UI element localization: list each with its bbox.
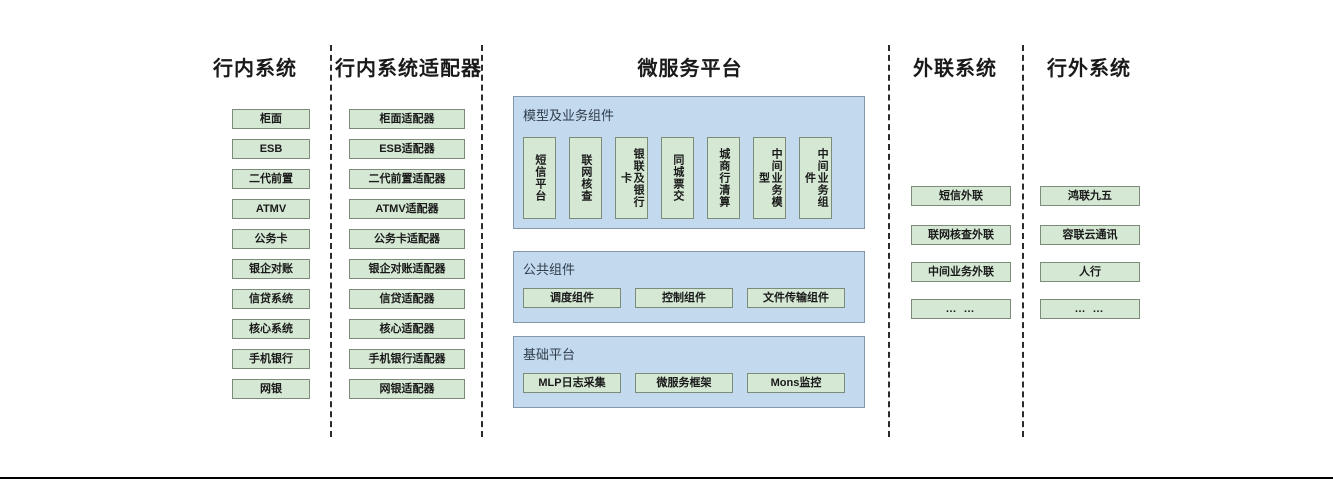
node-model-component[interactable]: 联网核查: [569, 137, 602, 219]
node-internal-system[interactable]: 手机银行: [232, 349, 310, 369]
panel-label-public-components: 公共组件: [523, 262, 576, 277]
node-internal-adapter[interactable]: 柜面适配器: [349, 109, 465, 129]
panel-label-model-business-components: 模型及业务组件: [523, 108, 615, 123]
separator-col1-col2: [330, 45, 332, 437]
node-internal-adapter[interactable]: 信贷适配器: [349, 289, 465, 309]
column-title-internal-systems: 行内系统: [213, 58, 297, 80]
node-external-liaison-system-more[interactable]: … …: [911, 299, 1011, 319]
bottom-divider: [0, 477, 1333, 479]
node-internal-system[interactable]: 银企对账: [232, 259, 310, 279]
node-internal-adapter[interactable]: 银企对账适配器: [349, 259, 465, 279]
node-base-platform-component[interactable]: 微服务框架: [635, 373, 733, 393]
node-base-platform-component[interactable]: MLP日志采集: [523, 373, 621, 393]
node-model-component[interactable]: 短信平台: [523, 137, 556, 219]
node-base-platform-component[interactable]: Mons监控: [747, 373, 845, 393]
node-internal-adapter[interactable]: 核心适配器: [349, 319, 465, 339]
node-internal-system[interactable]: 网银: [232, 379, 310, 399]
node-external-liaison-system[interactable]: 联网核查外联: [911, 225, 1011, 245]
node-public-component[interactable]: 控制组件: [635, 288, 733, 308]
panel-base-platform: [513, 336, 865, 408]
node-internal-system[interactable]: 柜面: [232, 109, 310, 129]
node-outside-bank-system[interactable]: 人行: [1040, 262, 1140, 282]
node-internal-adapter[interactable]: ATMV适配器: [349, 199, 465, 219]
node-external-liaison-system[interactable]: 中间业务外联: [911, 262, 1011, 282]
node-internal-adapter[interactable]: 手机银行适配器: [349, 349, 465, 369]
column-title-external-liaison-systems: 外联系统: [913, 58, 997, 80]
node-model-component[interactable]: 银联及银行卡: [615, 137, 648, 219]
node-model-component[interactable]: 中间业务模型: [753, 137, 786, 219]
node-internal-system[interactable]: 二代前置: [232, 169, 310, 189]
node-internal-adapter[interactable]: 公务卡适配器: [349, 229, 465, 249]
node-internal-system[interactable]: 公务卡: [232, 229, 310, 249]
separator-col4-col5: [1022, 45, 1024, 437]
node-external-liaison-system[interactable]: 短信外联: [911, 186, 1011, 206]
column-title-internal-adapters: 行内系统适配器: [335, 58, 482, 80]
node-model-component[interactable]: 城商行清算: [707, 137, 740, 219]
node-model-component[interactable]: 中间业务组件: [799, 137, 832, 219]
node-model-component[interactable]: 同城票交: [661, 137, 694, 219]
panel-public-components: [513, 251, 865, 323]
node-public-component[interactable]: 文件传输组件: [747, 288, 845, 308]
node-public-component[interactable]: 调度组件: [523, 288, 621, 308]
node-internal-system[interactable]: 核心系统: [232, 319, 310, 339]
separator-col3-col4: [888, 45, 890, 437]
node-outside-bank-system[interactable]: 容联云通讯: [1040, 225, 1140, 245]
separator-col2-col3: [481, 45, 483, 437]
panel-label-base-platform: 基础平台: [523, 347, 576, 362]
node-internal-system[interactable]: 信贷系统: [232, 289, 310, 309]
node-internal-adapter[interactable]: 网银适配器: [349, 379, 465, 399]
node-internal-system[interactable]: ATMV: [232, 199, 310, 219]
node-outside-bank-system[interactable]: 鸿联九五: [1040, 186, 1140, 206]
node-internal-adapter[interactable]: 二代前置适配器: [349, 169, 465, 189]
node-internal-system[interactable]: ESB: [232, 139, 310, 159]
node-outside-bank-system-more[interactable]: … …: [1040, 299, 1140, 319]
column-title-outside-bank-systems: 行外系统: [1047, 58, 1131, 80]
node-internal-adapter[interactable]: ESB适配器: [349, 139, 465, 159]
column-title-microservice-platform: 微服务平台: [637, 58, 743, 80]
